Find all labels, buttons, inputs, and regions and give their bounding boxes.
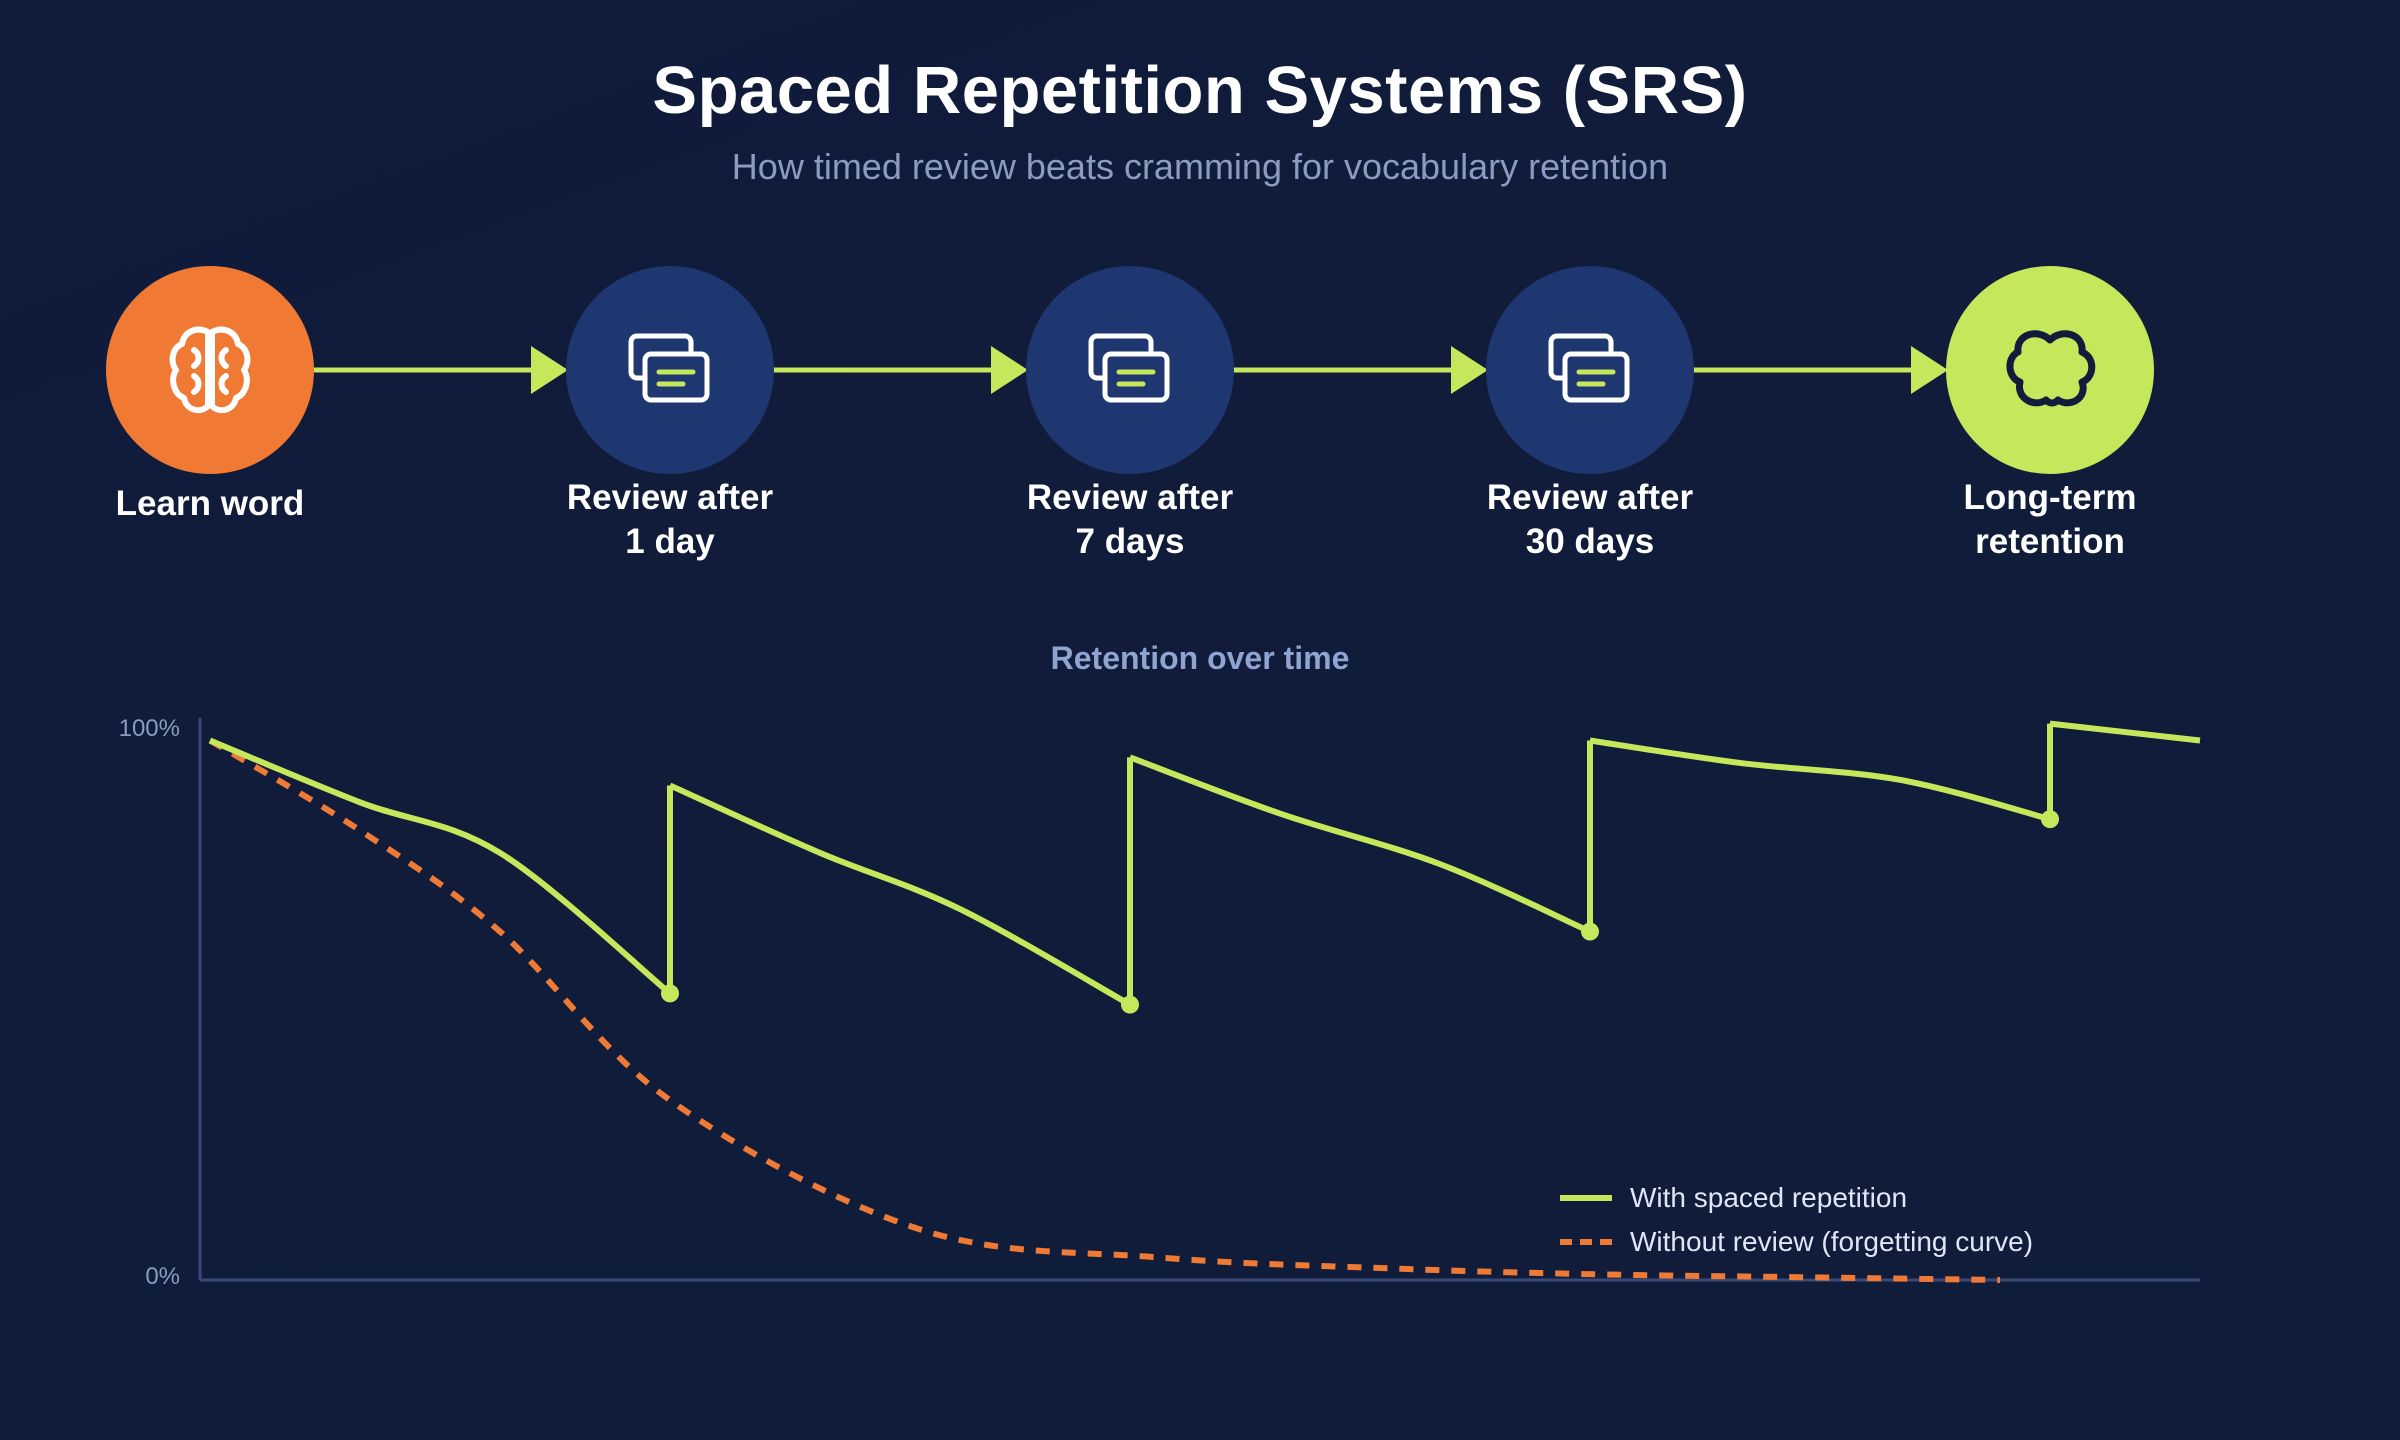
flashcards-icon — [1548, 333, 1630, 403]
page-title: Spaced Repetition Systems (SRS) — [652, 53, 1748, 128]
stage-label-review-7-days: Review after 7 days — [1026, 478, 1234, 561]
stage-long-term-retention — [1946, 266, 2154, 474]
series-spaced-repetition-segment-4 — [1589, 737, 2051, 823]
stage-review-1-day — [566, 266, 774, 474]
stage-review-7-days — [1026, 266, 1234, 474]
stage-label-long-term-retention: Long-term retention — [1963, 478, 2137, 561]
legend-swatch-dashed — [1560, 1239, 1612, 1245]
flow-arrowhead-2 — [991, 346, 1028, 394]
review-point-4 — [2041, 810, 2059, 829]
flow-arrowhead-4 — [1911, 346, 1948, 394]
brain-icon — [169, 326, 251, 414]
stage-label-review-1-day: Review after 1 day — [566, 478, 774, 561]
flashcards-icon — [1088, 333, 1170, 403]
series-spaced-repetition-segment-1 — [208, 737, 672, 996]
flashcards-icon — [628, 333, 710, 403]
chart-title: Retention over time — [1050, 640, 1350, 676]
stage-review-30-days — [1486, 266, 1694, 474]
legend-item-spaced-repetition: With spaced repetition — [1560, 1182, 1907, 1214]
y-tick-label-100: 100% — [119, 715, 180, 742]
stage-learn-word — [106, 266, 314, 474]
stage-label-learn-word: Learn word — [115, 484, 305, 523]
flow-arrows — [313, 346, 1948, 394]
y-tick-label-0: 0% — [145, 1263, 180, 1290]
stage-label-review-30-days: Review after 30 days — [1486, 478, 1694, 561]
flow-arrowhead-3 — [1451, 346, 1488, 394]
review-point-2 — [1121, 995, 1139, 1014]
flow-arrowhead-1 — [531, 346, 568, 394]
series-spaced-repetition-segment-3 — [1128, 754, 1592, 935]
review-point-1 — [661, 984, 679, 1003]
series-spaced-repetition-segment-5 — [2049, 720, 2201, 744]
page-subtitle: How timed review beats cramming for voca… — [731, 146, 1669, 187]
review-point-3 — [1581, 922, 1599, 941]
series-forgetting-curve — [208, 737, 2001, 1283]
legend-swatch-solid — [1560, 1195, 1612, 1201]
cloud-icon — [2006, 330, 2096, 407]
series-spaced-repetition-segment-2 — [668, 782, 1132, 1008]
legend-item-forgetting-curve: Without review (forgetting curve) — [1560, 1226, 2033, 1258]
